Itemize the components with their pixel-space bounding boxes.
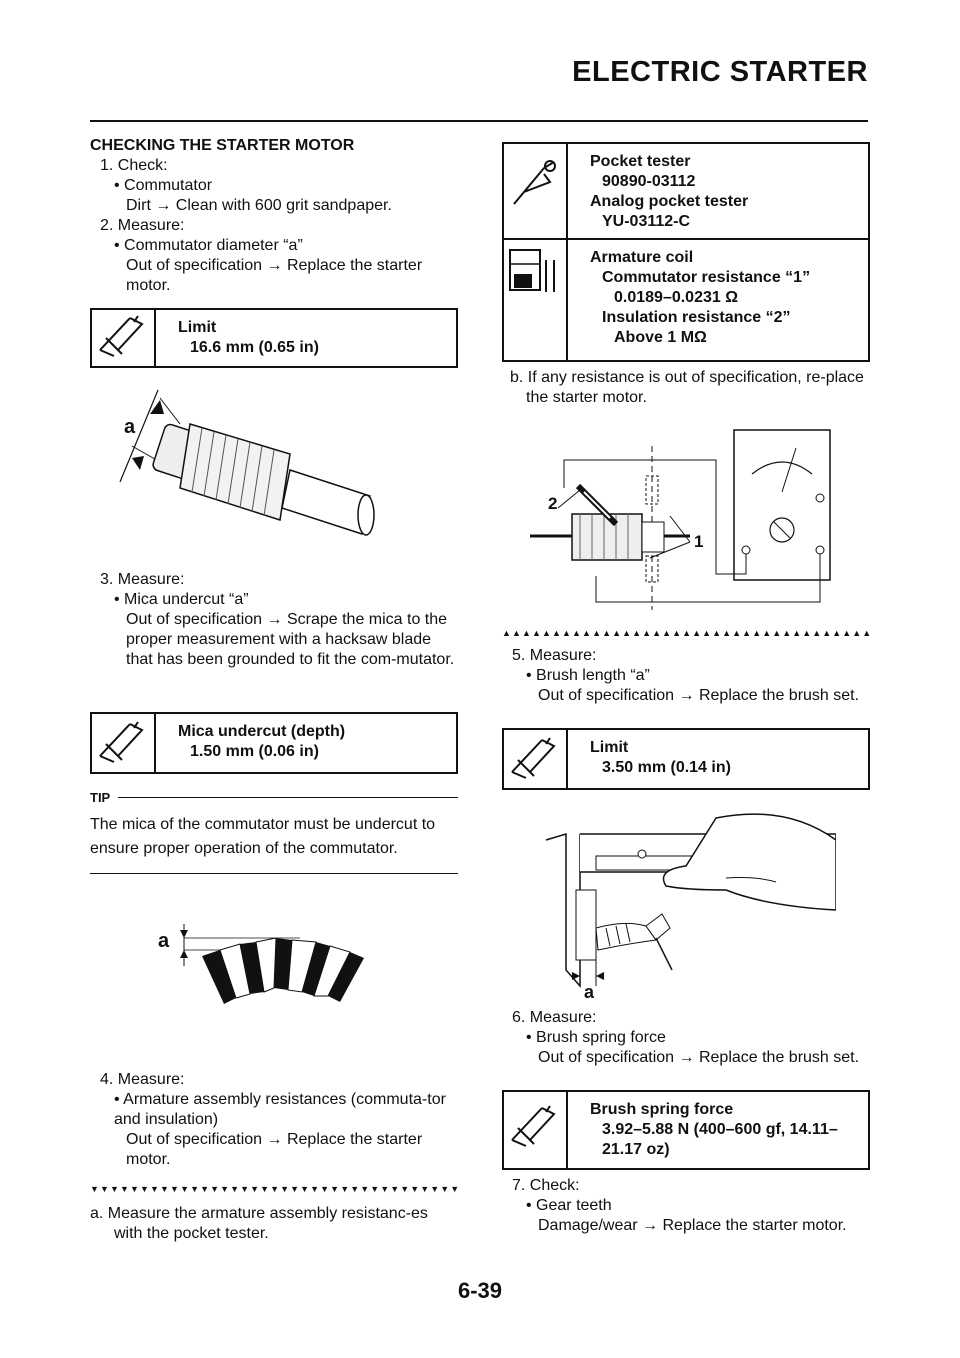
left-column-step4: 4. Measure: • Armature assembly resistan… bbox=[90, 1070, 458, 1170]
tip-block: TIP The mica of the commutator must be u… bbox=[90, 790, 458, 874]
spec-title: Limit bbox=[590, 739, 629, 756]
step-6: 6. Measure: bbox=[512, 1009, 597, 1026]
brush-length-figure: a bbox=[536, 810, 837, 1006]
tool-name: Pocket tester bbox=[590, 153, 691, 170]
fig-label-a: a bbox=[584, 982, 595, 1002]
step-b: b. If any resistance is out of specifica… bbox=[510, 369, 864, 406]
caliper-limit-icon bbox=[92, 310, 156, 366]
step-5-item: • Brush length “a” bbox=[526, 667, 650, 684]
step-2-item: • Commutator diameter “a” bbox=[114, 237, 303, 254]
caliper-limit-icon bbox=[504, 730, 568, 788]
spec-sub-title: Insulation resistance “2” bbox=[602, 309, 791, 326]
step-3-item: • Mica undercut “a” bbox=[114, 591, 249, 608]
step-6-item: • Brush spring force bbox=[526, 1029, 666, 1046]
pocket-tester-icon bbox=[504, 144, 568, 238]
step-7-detail: Damage/wear → Replace the starter motor. bbox=[538, 1217, 847, 1234]
step-3-detail: Out of specification → Scrape the mica t… bbox=[126, 611, 455, 668]
procedure-start-markers: ▼▼▼▼▼▼▼▼▼▼▼▼▼▼▼▼▼▼▼▼▼▼▼▼▼▼▼▼▼▼▼▼▼▼▼▼▼ bbox=[90, 1184, 458, 1194]
left-column-step3: 3. Measure: • Mica undercut “a” Out of s… bbox=[90, 570, 458, 670]
fig-label-a: a bbox=[124, 416, 136, 438]
left-column-step4a: a. Measure the armature assembly resista… bbox=[90, 1204, 458, 1244]
step-2-detail: Out of specification → Replace the start… bbox=[126, 257, 423, 294]
caliper-limit-icon bbox=[92, 714, 156, 772]
step-4a: a. Measure the armature assembly resista… bbox=[90, 1205, 428, 1242]
procedure-end-markers: ▲▲▲▲▲▲▲▲▲▲▲▲▲▲▲▲▲▲▲▲▲▲▲▲▲▲▲▲▲▲▲▲▲▲▲▲▲ bbox=[502, 628, 870, 638]
step-1-detail: Dirt → Clean with 600 grit sandpaper. bbox=[126, 197, 392, 214]
step-5-detail: Out of specification → Replace the brush… bbox=[538, 687, 860, 704]
multimeter-spec-icon bbox=[504, 240, 568, 360]
step-5: 5. Measure: bbox=[512, 647, 597, 664]
spec-box-armature-coil: Armature coil Commutator resistance “1” … bbox=[502, 240, 870, 362]
spec-title: Limit bbox=[178, 319, 217, 336]
spec-sub-title: Commutator resistance “1” bbox=[602, 269, 811, 286]
header-rule bbox=[90, 120, 868, 122]
tool-name: Analog pocket tester bbox=[590, 193, 749, 210]
fig-label-2: 2 bbox=[548, 494, 558, 513]
page-number: 6-39 bbox=[457, 1278, 503, 1303]
step-4-detail: Out of specification → Replace the start… bbox=[126, 1131, 423, 1168]
page-title: ELECTRIC STARTER bbox=[572, 56, 868, 88]
tip-rule bbox=[118, 797, 458, 798]
spec-title: Brush spring force bbox=[590, 1101, 734, 1118]
section-heading: CHECKING THE STARTER MOTOR bbox=[90, 137, 355, 154]
step-7-item: • Gear teeth bbox=[526, 1197, 612, 1214]
fig-label-a: a bbox=[158, 930, 170, 952]
tool-number: 90890-03112 bbox=[602, 173, 696, 190]
spec-box-brush-limit: Limit 3.50 mm (0.14 in) bbox=[502, 728, 870, 790]
caliper-limit-icon bbox=[504, 1092, 568, 1168]
tip-text: The mica of the commutator must be under… bbox=[90, 816, 436, 857]
left-column: CHECKING THE STARTER MOTOR 1. Check: • C… bbox=[90, 136, 458, 296]
resistance-test-figure: 2 1 bbox=[520, 426, 840, 610]
spec-value: Above 1 MΩ bbox=[614, 329, 707, 346]
spec-box-brush-spring-force: Brush spring force 3.92–5.88 N (400–600 … bbox=[502, 1090, 870, 1170]
step-4-item: • Armature assembly resistances (commuta… bbox=[114, 1091, 446, 1128]
tip-label: TIP bbox=[90, 790, 111, 805]
spec-title: Armature coil bbox=[590, 249, 694, 266]
mica-undercut-figure: a bbox=[150, 920, 390, 1010]
right-column-stepb: b. If any resistance is out of specifica… bbox=[502, 368, 870, 408]
right-column-step6: 6. Measure: • Brush spring force Out of … bbox=[502, 1008, 870, 1068]
spec-value: 0.0189–0.0231 Ω bbox=[614, 289, 739, 306]
spec-value: 3.50 mm (0.14 in) bbox=[602, 759, 731, 776]
fig-label-1: 1 bbox=[694, 532, 704, 551]
spec-title: Mica undercut (depth) bbox=[178, 723, 346, 740]
step-2: 2. Measure: bbox=[100, 217, 185, 234]
right-column-step7: 7. Check: • Gear teeth Damage/wear → Rep… bbox=[502, 1176, 870, 1236]
step-1-item: • Commutator bbox=[114, 177, 213, 194]
spec-value: 1.50 mm (0.06 in) bbox=[190, 743, 319, 760]
spec-value: 16.6 mm (0.65 in) bbox=[190, 339, 319, 356]
spec-box-mica-undercut: Mica undercut (depth) 1.50 mm (0.06 in) bbox=[90, 712, 458, 774]
step-7: 7. Check: bbox=[512, 1177, 580, 1194]
tool-number: YU-03112-C bbox=[602, 213, 691, 230]
step-4: 4. Measure: bbox=[100, 1071, 185, 1088]
armature-figure: a bbox=[110, 384, 410, 554]
step-6-detail: Out of specification → Replace the brush… bbox=[538, 1049, 860, 1066]
step-3: 3. Measure: bbox=[100, 571, 185, 588]
spec-box-commutator-limit: Limit 16.6 mm (0.65 in) bbox=[90, 308, 458, 368]
tool-box-pocket-tester: Pocket tester 90890-03112 Analog pocket … bbox=[502, 142, 870, 240]
tip-end-rule bbox=[90, 873, 458, 874]
spec-value: 3.92–5.88 N (400–600 gf, 14.11–21.17 oz) bbox=[602, 1121, 838, 1158]
right-column-step5: 5. Measure: • Brush length “a” Out of sp… bbox=[502, 646, 870, 706]
step-1: 1. Check: bbox=[100, 157, 168, 174]
